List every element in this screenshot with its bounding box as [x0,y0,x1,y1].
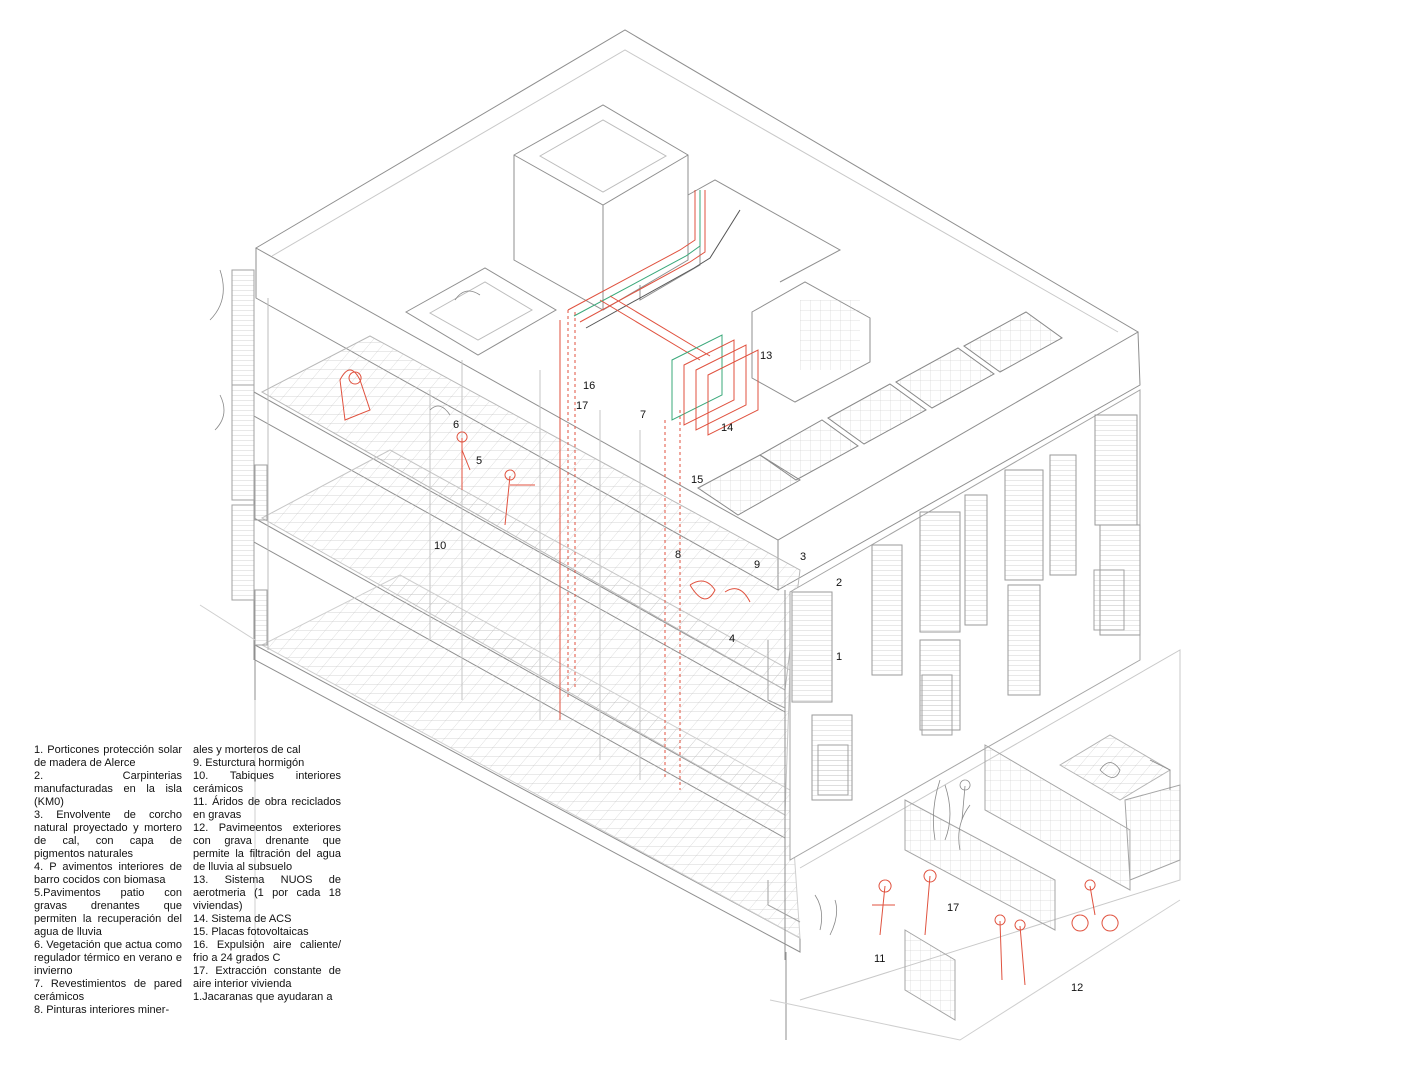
callout-5: 5 [476,455,482,467]
legend-item: 1. Porticones protección solar de madera… [34,744,182,769]
legend-item: 1.Jacaranas que ayudaran a [193,991,333,1003]
machine-room [513,104,689,311]
legend-item: 9. Esturctura hormigón [193,757,305,769]
courtyard-wall [904,799,1056,931]
legend-item: 2. Carpinterias manufacturadas en la isl… [34,770,182,808]
callout-7: 7 [640,409,646,421]
callout-15: 15 [691,474,703,486]
callout-9: 9 [754,559,760,571]
callout-17-upper: 17 [576,400,588,412]
legend-item: 17. Extracción constante de aire interio… [193,965,341,990]
legend-item: 8. Pinturas interiores miner- [34,1004,170,1016]
callouts: 1 2 3 4 5 6 7 8 9 10 11 12 13 14 15 16 1… [434,350,1083,994]
legend-item: 6. Vegetación que actua como regulador t… [34,939,182,977]
aerothermal-unit [671,334,759,436]
person-sitting-courtyard [1099,759,1171,790]
hvac-ducts [559,190,759,790]
vegetation [209,269,971,936]
legend-item: 16. Expulsión aire caliente/ frio a 24 g… [193,939,341,964]
legend-item: 15. Placas fotovoltaicas [193,926,309,938]
ground-slab [254,644,801,953]
solar-panels [697,311,1063,516]
legend: 1. Porticones protección solar de madera… [34,744,354,1017]
callout-3: 3 [800,551,806,563]
legend-item: 3. Envolvente de corcho natural proyecta… [34,809,182,860]
roof-patio [404,267,557,356]
callout-10: 10 [434,540,446,552]
callout-8: 8 [675,549,681,561]
legend-item: 7. Revestimientos de pared cerámicos [34,978,182,1003]
callout-11: 11 [874,953,885,965]
callout-12: 12 [1071,982,1083,994]
legend-item: 11. Áridos de obra reciclados en gravas [193,796,341,821]
legend-item: ales y morteros de cal [193,744,301,756]
person-standing-courtyard [959,779,971,821]
legend-item: 5.Pavimentos patio con gravas drenantes … [34,887,182,938]
callout-1: 1 [836,651,842,663]
callout-6: 6 [453,419,459,431]
legend-item: 4. P avimentos interiores de barro cocid… [34,861,182,886]
callout-14: 14 [721,422,733,434]
callout-4: 4 [729,633,735,645]
callout-2: 2 [836,577,842,589]
human-figures [339,369,1119,986]
callout-16: 16 [583,380,595,392]
callout-17-courtyard: 17 [947,902,959,914]
building-structure [199,29,1181,1041]
callout-13: 13 [760,350,772,362]
legend-column-right: ales y morteros de cal 9. Esturctura hor… [193,744,341,1004]
legend-item: 10. Tabiques interiores cerámicos [193,770,341,795]
legend-item: 12. Pavimeentos exteriores con grava dre… [193,822,341,873]
legend-column-left: 1. Porticones protección solar de madera… [34,744,182,1017]
legend-item: 13. Sistema NUOS de aerotmeria (1 por ca… [193,874,341,912]
legend-item: 14. Sistema de ACS [193,913,292,925]
